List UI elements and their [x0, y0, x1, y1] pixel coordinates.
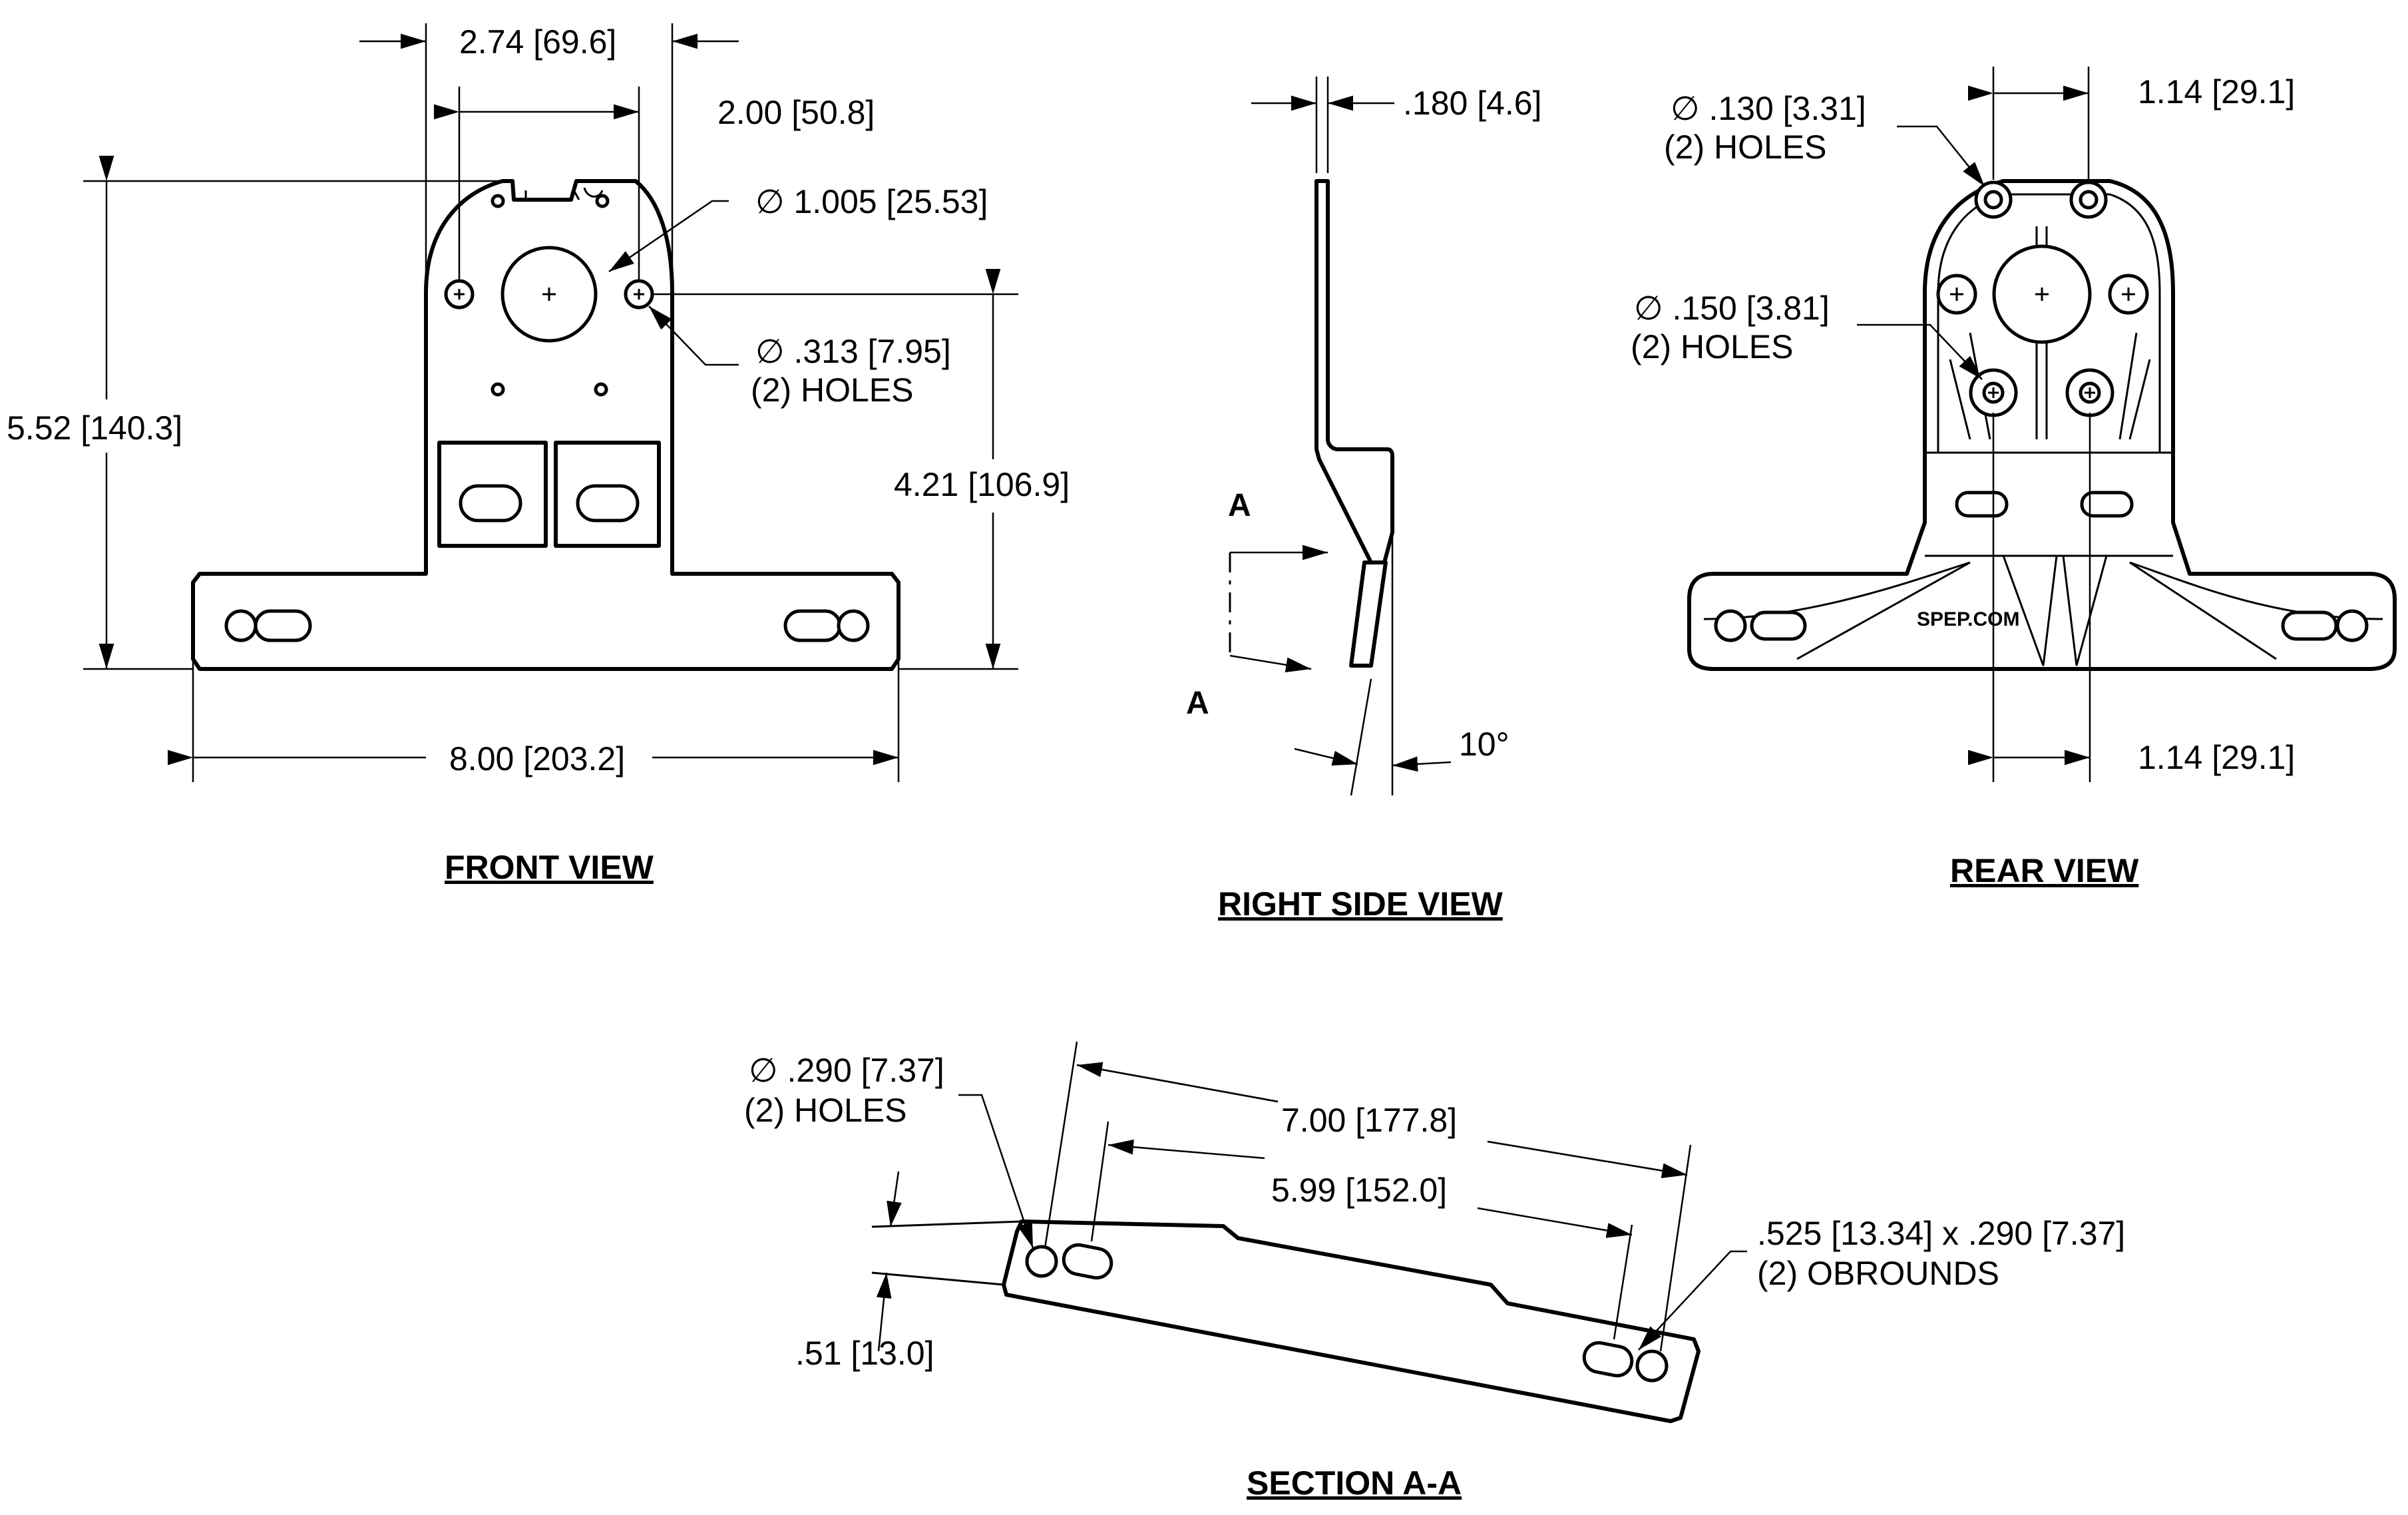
section-dim-holes-1: ∅ .290 [7.37]	[749, 1052, 944, 1089]
rear-dim-top-holes-1: ∅ .130 [3.31]	[1671, 90, 1866, 127]
section-dim-obround-1: .525 [13.34] x .290 [7.37]	[1757, 1215, 2125, 1252]
front-foot-hole-left	[224, 609, 258, 642]
front-view: 2.74 [69.6] 2.00 [50.8] ∅ 1.005 [25.53] …	[0, 23, 1092, 886]
rear-top-hole-left-inner	[1983, 190, 2003, 210]
front-dim-small-holes-2: (2) HOLES	[751, 371, 914, 409]
front-dim-total-width: 8.00 [203.2]	[449, 740, 625, 777]
front-rivet-2	[595, 194, 610, 208]
side-view-title: RIGHT SIDE VIEW	[1218, 885, 1504, 923]
side-section-label-bottom: A	[1186, 686, 1209, 721]
front-center-mark	[542, 288, 556, 301]
rear-dim-top-holes-2: (2) HOLES	[1664, 128, 1827, 166]
section-arrow-bottom	[1229, 654, 1312, 673]
side-view: .180 [4.6] A A 10° RIGHT SIDE VIEW	[1186, 77, 1542, 923]
rear-foot-hole-right	[2335, 609, 2369, 642]
section-view-title: SECTION A-A	[1247, 1464, 1462, 1502]
side-section-label-top: A	[1228, 488, 1251, 523]
section-hole-right	[1635, 1349, 1669, 1383]
rear-foot-hole-left	[1714, 609, 1747, 642]
front-foot-obround-right	[783, 609, 842, 642]
rear-foot-obround-left	[1750, 610, 1807, 641]
rear-logo: SPEP.COM	[1917, 608, 2020, 630]
side-lower-flange	[1349, 560, 1388, 668]
rear-view-title: REAR VIEW	[1950, 852, 2139, 889]
front-dim-total-height: 5.52 [140.3]	[7, 409, 182, 447]
section-dim-obround-2: (2) OBROUNDS	[1757, 1255, 1999, 1292]
section-bar-bottom-edge	[871, 1271, 1004, 1286]
front-view-title: FRONT VIEW	[445, 849, 654, 886]
side-dim-angle: 10°	[1459, 726, 1509, 763]
front-dim-small-holes-1: ∅ .313 [7.95]	[755, 333, 951, 370]
front-bracket-outline	[191, 179, 901, 671]
section-dim-thickness: .51 [13.0]	[795, 1335, 934, 1372]
front-right-slot	[576, 484, 640, 523]
rear-left-slot	[1955, 491, 2009, 518]
section-hole-left	[1025, 1245, 1058, 1278]
rear-dim-mid-holes-2: (2) HOLES	[1631, 328, 1794, 365]
front-dim-hole-spacing: 2.00 [50.8]	[717, 94, 875, 131]
front-right-pocket	[554, 441, 661, 548]
side-dim-thickness: .180 [4.6]	[1403, 85, 1542, 122]
rear-view: SPEP.COM 1.14 [29.1] ∅ .130 [3.31] (2) H…	[1631, 67, 2397, 889]
front-rivet-4	[594, 382, 608, 397]
rear-foot-obround-right	[2281, 610, 2338, 641]
front-rivet-1	[491, 194, 505, 208]
rear-right-slot	[2080, 491, 2134, 518]
section-view: 7.00 [177.8] 5.99 [152.0] ∅ .290 [7.37] …	[744, 1041, 2125, 1502]
section-obround-right	[1582, 1341, 1634, 1378]
section-obround-left	[1062, 1243, 1113, 1280]
rear-dim-bottom-spacing: 1.14 [29.1]	[2138, 739, 2295, 776]
rear-dim-mid-holes-1: ∅ .150 [3.81]	[1634, 290, 1830, 327]
front-left-pocket	[437, 441, 548, 548]
section-bar-top-edge	[871, 1220, 1022, 1228]
front-top-notch	[524, 187, 604, 200]
front-left-slot	[459, 484, 522, 523]
rear-foot-ribs	[1703, 561, 2383, 660]
section-dim-outer: 7.00 [177.8]	[1281, 1102, 1457, 1139]
section-dim-holes-2: (2) HOLES	[744, 1092, 907, 1129]
front-dim-width-top: 2.74 [69.6]	[459, 23, 616, 61]
front-foot-obround-left	[254, 609, 312, 642]
rear-top-hole-right-inner	[2079, 190, 2099, 210]
front-dim-center-hole: ∅ 1.005 [25.53]	[755, 183, 988, 220]
front-rivet-3	[491, 382, 505, 397]
front-dim-hole-height: 4.21 [106.9]	[894, 466, 1070, 503]
side-profile	[1314, 179, 1394, 564]
section-dim-inner: 5.99 [152.0]	[1271, 1172, 1447, 1209]
front-foot-hole-right	[837, 609, 870, 642]
rear-dim-top-spacing: 1.14 [29.1]	[2138, 73, 2295, 110]
